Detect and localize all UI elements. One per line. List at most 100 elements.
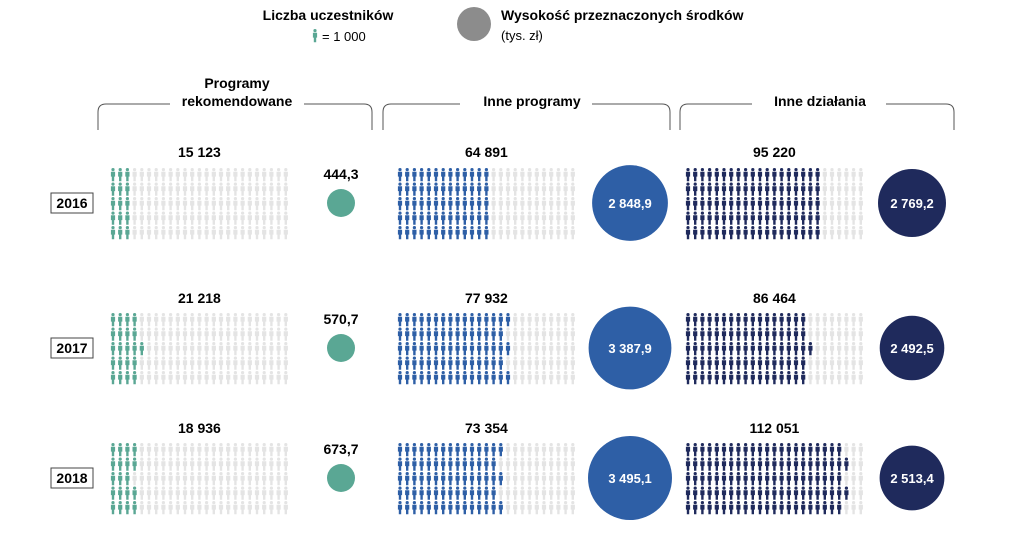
person-icon <box>412 457 417 471</box>
person-icon <box>765 313 770 327</box>
person-icon-empty <box>139 443 144 457</box>
person-icon <box>125 472 130 486</box>
person-icon-empty <box>556 371 561 385</box>
person-icon <box>837 486 842 500</box>
person-icon <box>757 313 763 327</box>
person-icon <box>477 211 482 225</box>
participants-label-0-2017: 21 218 <box>178 290 221 306</box>
person-icon-empty <box>233 371 238 385</box>
person-icon <box>779 226 784 240</box>
person-icon-empty <box>527 457 532 471</box>
person-icon-empty <box>161 197 166 211</box>
person-icon <box>448 226 453 240</box>
person-icon <box>779 313 784 327</box>
person-icon-empty <box>570 457 575 471</box>
person-icon-empty <box>218 443 224 457</box>
person-icon <box>714 472 719 486</box>
person-icon-empty <box>858 371 863 385</box>
person-icon <box>448 443 453 457</box>
person-icon-empty <box>168 443 173 457</box>
person-icon <box>743 342 748 356</box>
person-icon <box>721 211 727 225</box>
person-icon-empty <box>513 197 518 211</box>
person-icon-empty <box>527 168 532 182</box>
person-icon <box>693 197 698 211</box>
person-icon-empty <box>211 371 216 385</box>
person-icon <box>729 197 734 211</box>
person-icon-empty <box>822 356 827 370</box>
person-icon <box>844 457 849 471</box>
person-icon-empty <box>218 356 224 370</box>
person-icon <box>700 342 705 356</box>
person-icon <box>455 182 460 196</box>
person-icon <box>441 501 446 515</box>
person-icon <box>772 472 777 486</box>
person-icon <box>721 313 727 327</box>
person-icon-empty <box>269 226 274 240</box>
person-icon-empty <box>204 313 209 327</box>
person-icon-empty <box>226 168 231 182</box>
person-icon-empty <box>269 371 274 385</box>
person-icon-empty <box>233 486 238 500</box>
person-icon <box>736 371 741 385</box>
person-icon <box>822 457 827 471</box>
person-icon-empty <box>837 226 842 240</box>
person-icon <box>721 457 727 471</box>
person-icon <box>772 342 777 356</box>
person-icon <box>397 313 403 327</box>
person-icon-empty <box>204 226 209 240</box>
person-icon-empty <box>269 356 274 370</box>
person-icon-empty <box>197 501 202 515</box>
person-icon-empty <box>556 168 561 182</box>
person-icon <box>707 371 712 385</box>
person-icon-empty <box>276 197 281 211</box>
person-icon <box>426 486 431 500</box>
person-icon <box>491 356 496 370</box>
person-icon <box>498 371 503 385</box>
person-icon-empty <box>527 443 532 457</box>
person-icon <box>433 486 439 500</box>
person-icon-empty <box>233 327 238 341</box>
person-icon-empty <box>146 313 152 327</box>
person-icon-empty <box>269 501 274 515</box>
person-icon-empty <box>154 168 159 182</box>
participants-label-1-2016: 64 891 <box>465 144 508 160</box>
person-icon-empty <box>226 443 231 457</box>
fund-label-2-2018: 2 513,4 <box>890 471 934 486</box>
person-icon-empty <box>168 211 173 225</box>
person-icon <box>721 182 727 196</box>
person-icon <box>714 371 719 385</box>
person-icon-empty <box>182 457 188 471</box>
person-icon-empty <box>513 211 518 225</box>
person-icon <box>397 226 403 240</box>
person-icon <box>469 371 475 385</box>
person-icon-empty <box>154 327 159 341</box>
person-icon-empty <box>154 457 159 471</box>
person-icon <box>693 501 698 515</box>
person-icon <box>397 443 403 457</box>
person-icon <box>477 182 482 196</box>
person-icon-empty <box>513 168 518 182</box>
person-icon <box>837 457 842 471</box>
person-icon-empty <box>233 443 238 457</box>
person-icon <box>462 313 467 327</box>
person-icon <box>808 182 813 196</box>
person-icon-empty <box>549 342 554 356</box>
person-icon-empty <box>527 342 532 356</box>
person-icon <box>779 457 784 471</box>
person-icon <box>793 356 799 370</box>
person-icon-empty <box>182 197 188 211</box>
person-icon <box>693 457 698 471</box>
person-icon-empty <box>154 197 159 211</box>
person-icon <box>455 472 460 486</box>
person-icon <box>498 356 503 370</box>
person-icon-empty <box>527 486 532 500</box>
person-icon <box>412 472 417 486</box>
person-icon-empty <box>844 327 849 341</box>
person-icon <box>779 327 784 341</box>
person-icon <box>786 501 791 515</box>
person-icon <box>469 197 475 211</box>
person-icon-empty <box>197 356 202 370</box>
person-icon-empty <box>262 226 267 240</box>
